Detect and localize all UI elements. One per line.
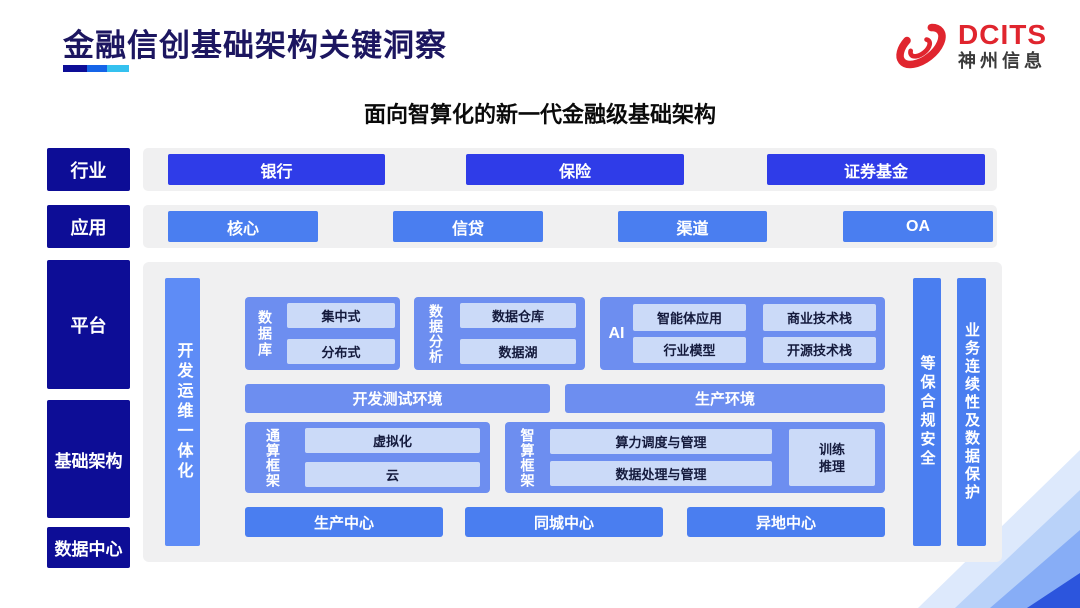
devops-bar: 开发运维一体化 — [165, 278, 200, 546]
application-item-credit: 信贷 — [393, 211, 543, 242]
general-framework-items: 虚拟化 云 — [305, 428, 480, 487]
production-environment-bar: 生产环境 — [565, 384, 885, 413]
underline-segment-blue — [87, 65, 107, 72]
row-label-industry: 行业 — [47, 148, 130, 191]
underline-segment-navy — [63, 65, 87, 72]
continuity-bar-label: 业务连续性及数据保护 — [963, 322, 980, 502]
security-bar-label: 等保合规安全 — [918, 355, 936, 469]
security-bar: 等保合规安全 — [913, 278, 941, 546]
analytics-group: 数据分析 数据仓库 数据湖 — [414, 297, 585, 370]
industry-item-insurance: 保险 — [466, 154, 684, 185]
general-framework-group: 通算框架 虚拟化 云 — [245, 422, 490, 493]
analytics-group-items: 数据仓库 数据湖 — [460, 303, 576, 364]
database-item-distributed: 分布式 — [287, 339, 395, 364]
database-group: 数据库 集中式 分布式 — [245, 297, 400, 370]
ai-group-items: 智能体应用 商业技术栈 行业模型 开源技术栈 — [633, 304, 876, 363]
application-item-core: 核心 — [168, 211, 318, 242]
diagram-subtitle: 面向智算化的新一代金融级基础架构 — [363, 102, 716, 127]
center-production: 生产中心 — [245, 507, 443, 537]
analytics-item-warehouse: 数据仓库 — [460, 303, 576, 328]
general-framework-label: 通算框架 — [265, 427, 281, 488]
ai-group: AI 智能体应用 商业技术栈 行业模型 开源技术栈 — [600, 297, 885, 370]
intelligent-framework-label: 智算框架 — [519, 427, 536, 488]
devops-bar-label: 开发运维一体化 — [174, 342, 192, 482]
general-item-cloud: 云 — [305, 462, 480, 487]
intelligent-item-compute-scheduling: 算力调度与管理 — [550, 429, 772, 454]
platform-container: 开发运维一体化 等保合规安全 业务连续性及数据保护 数据库 集中式 分布式 数据… — [143, 262, 1002, 562]
database-group-items: 集中式 分布式 — [287, 303, 395, 364]
row-label-application: 应用 — [47, 205, 130, 248]
underline-segment-cyan — [107, 65, 129, 72]
continuity-bar: 业务连续性及数据保护 — [957, 278, 986, 546]
intelligent-item-train-inference: 训练推理 — [789, 429, 875, 486]
application-item-oa: OA — [843, 211, 993, 242]
ai-group-label: AI — [608, 324, 625, 342]
dcits-swirl-icon — [896, 23, 946, 69]
analytics-group-label: 数据分析 — [428, 303, 444, 364]
intelligent-item-data-processing: 数据处理与管理 — [550, 461, 772, 486]
industry-row-strip: 银行 保险 证券基金 — [143, 148, 997, 191]
dev-test-environment-bar: 开发测试环境 — [245, 384, 550, 413]
ai-item-agent-apps: 智能体应用 — [633, 304, 746, 331]
analytics-item-lake: 数据湖 — [460, 339, 576, 364]
application-row-strip: 核心 信贷 渠道 OA — [143, 205, 997, 248]
row-label-datacenter: 数据中心 — [47, 527, 130, 568]
page-title: 金融信创基础架构关键洞察 — [63, 28, 447, 63]
database-item-centralized: 集中式 — [287, 303, 395, 328]
intelligent-framework-group: 智算框架 算力调度与管理 数据处理与管理 训练推理 — [505, 422, 885, 493]
center-same-city: 同城中心 — [465, 507, 663, 537]
general-item-virtualization: 虚拟化 — [305, 428, 480, 453]
center-remote: 异地中心 — [687, 507, 885, 537]
logo-company-text: 神州信息 — [958, 51, 1046, 71]
database-group-label: 数据库 — [257, 309, 273, 358]
intelligent-framework-items: 算力调度与管理 数据处理与管理 — [550, 429, 772, 486]
company-logo: DCITS 神州信息 — [890, 16, 1047, 76]
industry-item-securities: 证券基金 — [767, 154, 985, 185]
title-underline — [63, 65, 129, 72]
row-label-platform: 平台 — [47, 260, 130, 389]
ai-item-opensource-stack: 开源技术栈 — [763, 336, 876, 363]
logo-brand-text: DCITS — [958, 19, 1047, 50]
application-item-channel: 渠道 — [618, 211, 767, 242]
ai-item-commercial-stack: 商业技术栈 — [763, 304, 876, 331]
industry-item-bank: 银行 — [168, 154, 385, 185]
row-label-infrastructure: 基础架构 — [47, 400, 130, 518]
ai-item-industry-models: 行业模型 — [633, 336, 746, 363]
